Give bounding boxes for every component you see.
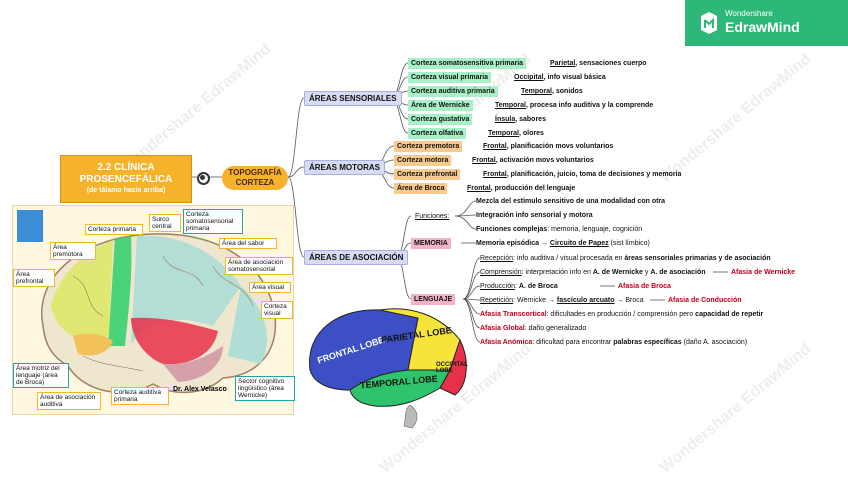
subtopic-wernicke[interactable]: Área de Wernicke [408, 100, 473, 111]
lbl-sabor: Área del sabor [219, 238, 277, 249]
brain-lobes-diagram [309, 308, 467, 429]
afasia-broca: Afasia de Broca [618, 283, 671, 290]
lbl-corteza-visual: Corteza visual [261, 301, 293, 319]
brain-diagram-left: Área premotora Corteza primaria Surco ce… [12, 205, 295, 415]
subtopic-gustativa[interactable]: Corteza gustativa [408, 114, 473, 125]
len-transcortical: Afasia Transcortical: dificultades en pr… [480, 311, 764, 318]
brand-logo: Wondershare EdrawMind [685, 0, 848, 46]
lbl-somatosensorial: Corteza somatosensorial primaria [183, 209, 243, 234]
lbl-auditiva-primaria: Corteza auditiva primaria [111, 387, 169, 405]
lbl-asoc-somato: Área de asociación somatosensorial [225, 257, 293, 275]
author-label: Dr. Alex Velasco [173, 386, 227, 393]
lbl-asoc-auditiva: Área de asociación auditiva [37, 392, 101, 410]
lbl-prefrontal: Área prefrontal [13, 269, 55, 287]
len-recepcion: Recepción: info auditiva / visual proces… [480, 255, 771, 262]
topo-line2: CORTEZA [235, 178, 275, 187]
lbl-sector-cognitivo: Sector cognitivo lingüístico (área Werni… [235, 376, 295, 401]
func-mezcla: Mezcla del estímulo sensitivo de una mod… [476, 198, 666, 205]
desc-visual: Occipital, info visual básica [514, 74, 606, 81]
afasia-wernicke: Afasia de Wernicke [731, 269, 796, 276]
lobe-occipital: OCCIPITAL LOBE [436, 362, 468, 374]
subtopic-memoria[interactable]: MEMORIA [411, 238, 451, 249]
brand-line1: Wondershare [725, 9, 773, 18]
lbl-corteza-primaria: Corteza primaria [85, 224, 143, 235]
func-complejas: Funciones complejas: memoria, lenguaje, … [476, 226, 643, 233]
afasia-conduccion: Afasia de Conducción [668, 297, 742, 304]
subtopic-broca[interactable]: Área de Broca [394, 183, 448, 194]
len-produccion: Producción: A. de Broca [480, 283, 558, 290]
subtopic-auditiva[interactable]: Corteza auditiva primaria [408, 86, 498, 97]
desc-memoria: Memoria episódica → Circuito de Papez (s… [476, 240, 650, 247]
desc-auditiva: Temporal, sonidos [521, 88, 583, 95]
desc-prefrontal: Frontal, planificación, juicio, toma de … [483, 171, 682, 178]
root-topic[interactable]: 2.2 CLÍNICA PROSENCEFÁLICA (de tálamo ha… [60, 155, 192, 203]
len-comprension: Comprensión: interpretación info en A. d… [480, 269, 706, 276]
desc-broca: Frontal, producción del lenguaje [467, 185, 576, 192]
lbl-surco-central: Surco central [149, 214, 181, 232]
topo-line1: TOPOGRAFÍA [228, 168, 282, 177]
subtopic-visual[interactable]: Corteza visual primaria [408, 72, 492, 83]
brain-illustration [41, 233, 277, 394]
func-integracion: Integración info sensorial y motora [476, 212, 593, 219]
desc-motora: Frontal, activación movs voluntarios [472, 157, 594, 164]
label-funciones[interactable]: Funciones: [415, 213, 450, 220]
topic-topografia[interactable]: TOPOGRAFÍA CORTEZA [222, 166, 288, 190]
desc-wernicke: Temporal, procesa info auditiva y la com… [495, 102, 654, 109]
lbl-area-visual: Área visual [249, 282, 291, 293]
subtopic-lenguaje[interactable]: LENGUAJE [411, 294, 456, 305]
topic-areas-sensoriales[interactable]: ÁREAS SENSORIALES [304, 91, 402, 106]
subtopic-somatosensitiva[interactable]: Corteza somatosensitiva primaria [408, 58, 527, 69]
desc-olfativa: Temporal, olores [488, 130, 544, 137]
lbl-premotora: Área premotora [50, 242, 96, 260]
topic-areas-motoras[interactable]: ÁREAS MOTORAS [304, 160, 385, 175]
subtopic-prefrontal[interactable]: Corteza prefrontal [394, 169, 461, 180]
edrawmind-icon [701, 12, 717, 34]
root-title-line1: 2.2 CLÍNICA [97, 162, 155, 173]
subtopic-premotora[interactable]: Corteza premotora [394, 141, 463, 152]
len-anomica: Afasia Anómica: dificultad para encontra… [480, 339, 748, 346]
collapse-toggle-dot [200, 175, 205, 180]
len-repeticion: Repetición: Wernicke → fascículo arcuato… [480, 297, 644, 304]
desc-gustativa: Ínsula, sabores [495, 116, 546, 123]
desc-premotora: Frontal, planificación movs voluntarios [483, 143, 614, 150]
lbl-motriz-lenguaje: Área motriz del lenguaje (área de Broca) [13, 363, 69, 388]
root-subtitle: (de tálamo hacia arriba) [86, 187, 166, 194]
topic-areas-asociacion[interactable]: ÁREAS DE ASOCIACIÓN [304, 250, 409, 265]
len-global: Afasia Global: daño generalizado [480, 325, 587, 332]
mind-map-canvas: Wondershare EdrawMind Wondershare EdrawM… [12, 0, 848, 477]
desc-somatosensitiva: Parietal, sensaciones cuerpo [550, 60, 647, 67]
root-title-line2: PROSENCEFÁLICA [79, 174, 173, 185]
subtopic-motora[interactable]: Corteza motora [394, 155, 452, 166]
logo-icon [17, 210, 43, 242]
subtopic-olfativa[interactable]: Corteza olfativa [408, 128, 467, 139]
brand-line2: EdrawMind [725, 19, 800, 35]
